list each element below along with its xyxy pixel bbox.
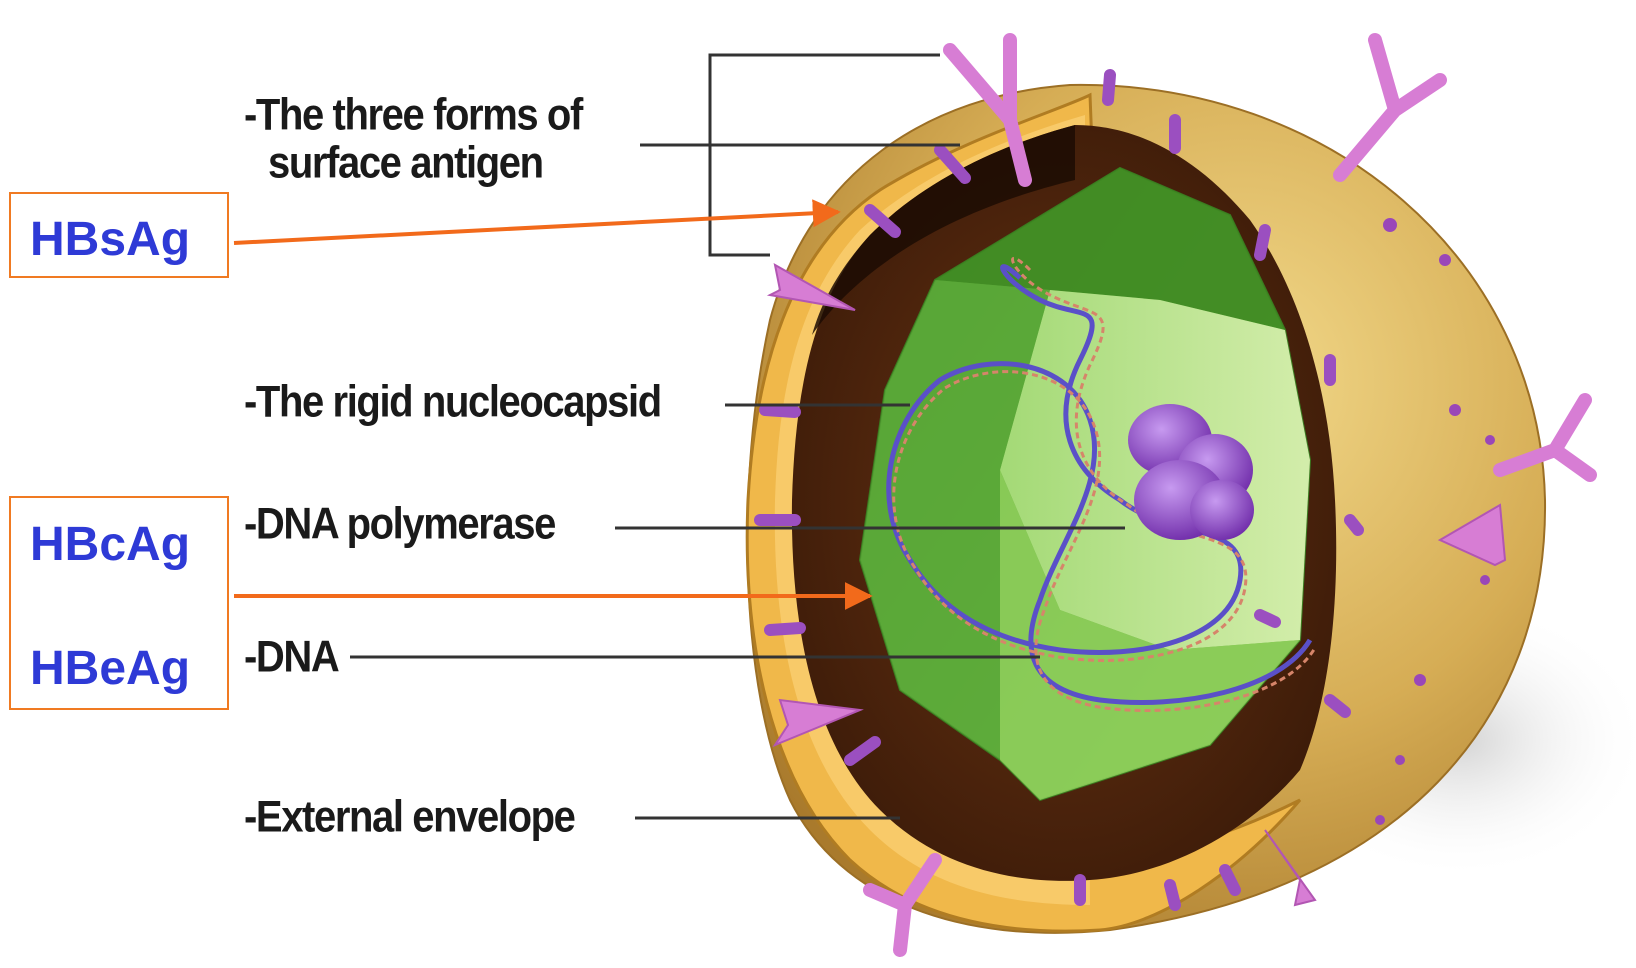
surface-antigen-bracket <box>640 55 960 255</box>
label-surface-antigen-line1: -The three forms of <box>244 88 582 142</box>
hbcag-label: HBcAg <box>30 517 190 573</box>
label-dna: -DNA <box>244 630 338 684</box>
label-nucleocapsid: -The rigid nucleocapsid <box>244 375 661 429</box>
hbsag-arrow <box>234 212 838 243</box>
hbeag-label: HBeAg <box>30 641 190 697</box>
label-dna-polymerase: -DNA polymerase <box>244 497 555 551</box>
hbsag-label: HBsAg <box>30 212 190 268</box>
label-external-envelope: -External envelope <box>244 790 574 844</box>
label-surface-antigen-line2: surface antigen <box>268 136 543 190</box>
